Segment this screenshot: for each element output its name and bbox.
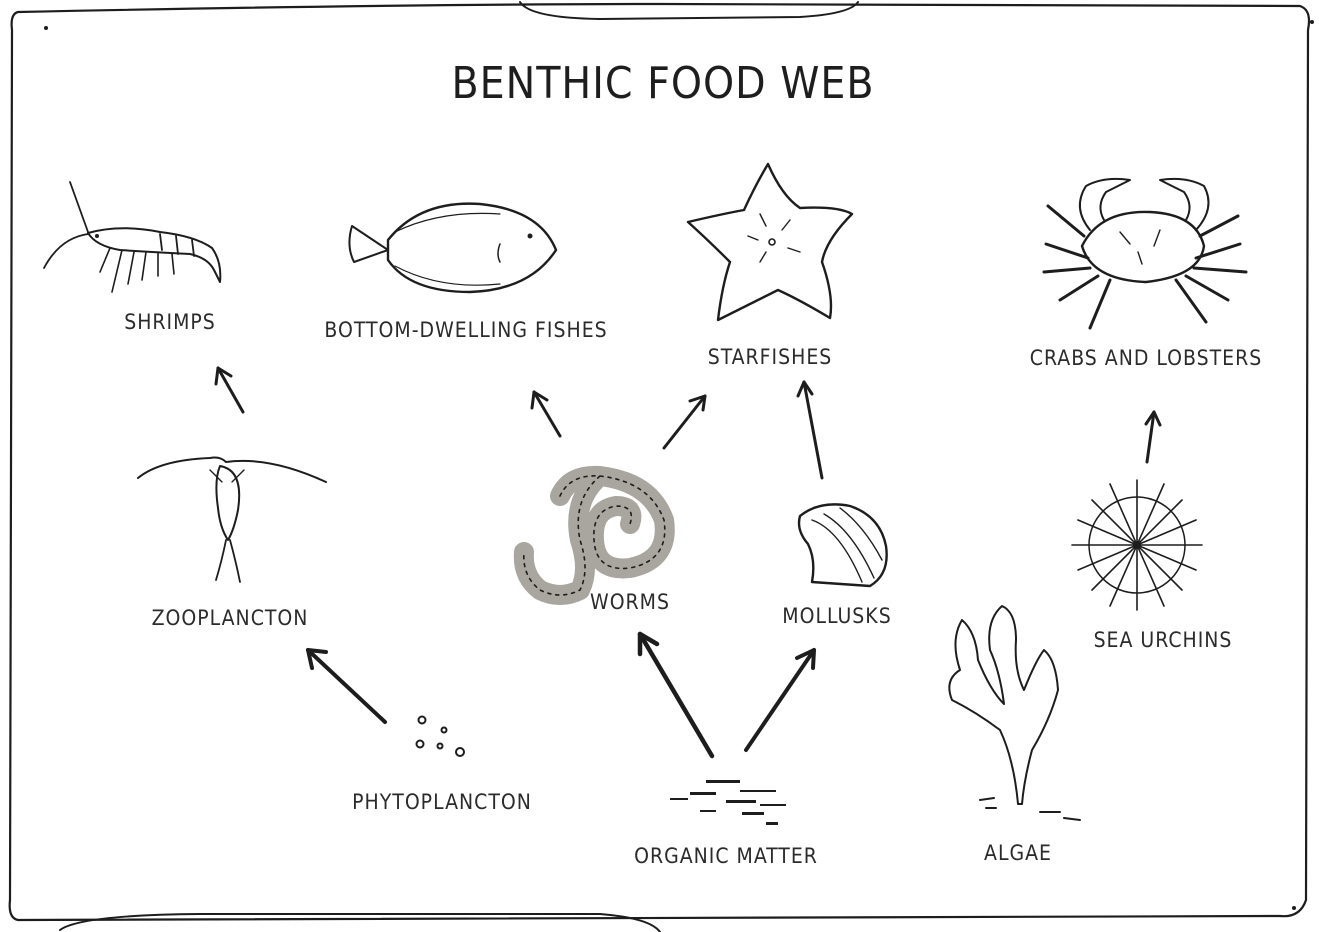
shrimp-illustration	[44, 182, 220, 292]
paper-sheet	[10, 2, 1314, 932]
label-mollusks: MOLLUSKS	[782, 604, 891, 628]
worm-illustration	[524, 476, 665, 595]
arrows	[216, 368, 1160, 756]
label-shrimps: SHRIMPS	[124, 310, 216, 334]
label-sea-urchins: SEA URCHINS	[1094, 628, 1233, 652]
label-bottom-fishes: BOTTOM-DWELLING FISHES	[324, 318, 607, 342]
arrow-mollusks-to-starfishes	[798, 382, 822, 478]
fish-illustration	[349, 204, 556, 292]
arrow-worms-to-starfishes	[664, 396, 705, 448]
label-algae: ALGAE	[984, 841, 1052, 865]
arrow-organic-to-worms	[640, 634, 712, 756]
phytoplancton-illustration	[417, 717, 465, 757]
algae-illustration	[949, 606, 1080, 820]
zooplancton-illustration	[138, 458, 326, 583]
label-organic-matter: ORGANIC MATTER	[634, 844, 818, 868]
label-crabs-lobsters: CRABS AND LOBSTERS	[1030, 346, 1262, 370]
arrow-worms-to-fishes	[532, 392, 560, 436]
sea-urchin-illustration	[1072, 480, 1202, 610]
arrow-zooplancton-to-shrimps	[216, 368, 243, 412]
label-phytoplancton: PHYTOPLANCTON	[352, 790, 532, 814]
organic-matter-illustration	[670, 780, 786, 825]
mollusk-illustration	[799, 504, 887, 586]
starfish-illustration	[688, 164, 852, 320]
diagram-title: BENTHIC FOOD WEB	[451, 58, 874, 109]
label-starfishes: STARFISHES	[708, 345, 833, 369]
crab-illustration	[1044, 179, 1246, 328]
arrow-urchins-to-crabs	[1146, 412, 1160, 462]
arrow-phyto-to-zoo	[308, 650, 385, 722]
arrow-organic-to-mollusks	[746, 650, 814, 750]
label-worms: WORMS	[590, 590, 670, 614]
label-zooplancton: ZOOPLANCTON	[152, 606, 309, 630]
